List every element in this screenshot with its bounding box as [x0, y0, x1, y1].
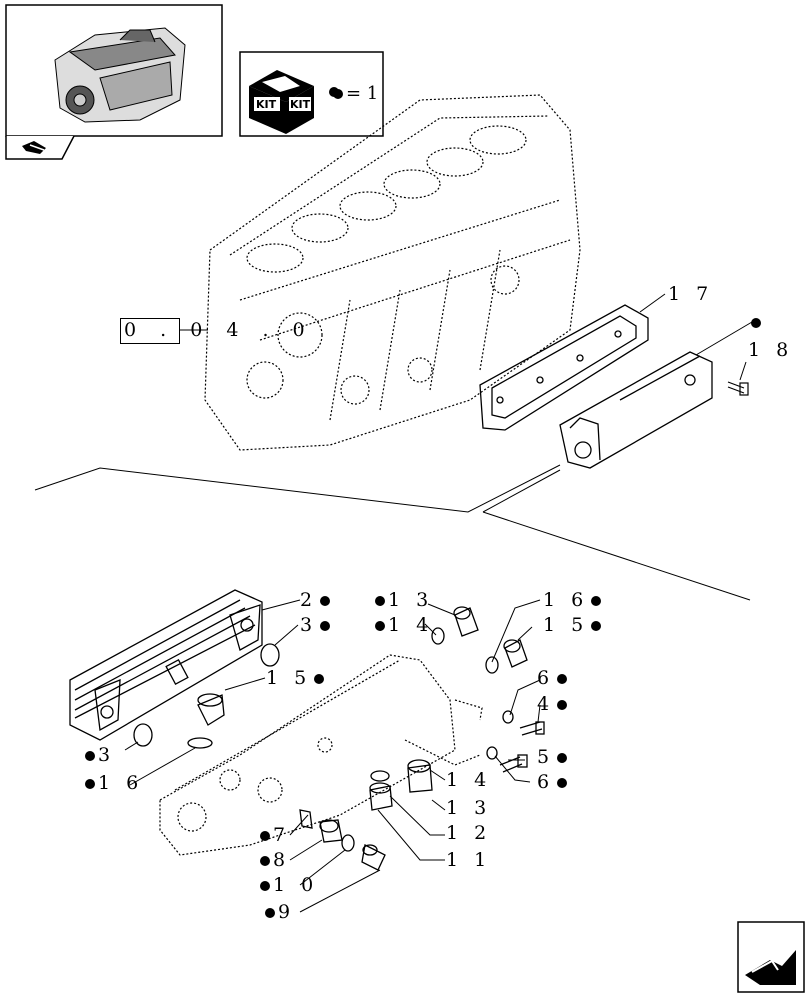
kit-quantity-text: = 1: [330, 83, 378, 104]
cooler-housing-lower: [159, 654, 483, 856]
callout-17: 1 7: [668, 283, 714, 305]
reference-label[interactable]: 0 . 0 4 . 0: [124, 319, 314, 341]
kit-label-left: KIT: [256, 98, 277, 111]
o-rings: [133, 627, 514, 852]
reference-box[interactable]: [120, 318, 180, 344]
next-page-arrow-icon: [737, 921, 805, 993]
callout-2: 2: [300, 590, 333, 610]
callout-15-right: 1 5: [543, 615, 604, 635]
bolt-18: [727, 381, 749, 396]
callout-10: 1 0: [257, 875, 318, 895]
kit-label-right: KIT: [290, 98, 311, 111]
callout-3: 3: [300, 615, 333, 635]
heat-exchanger: [69, 589, 263, 741]
callout-16-left: 1 6: [82, 773, 143, 793]
engine-thumbnail-icon: [54, 27, 186, 123]
callout-3-left: 3: [82, 745, 115, 765]
leader-lines: [124, 599, 541, 913]
callout-8: 8: [257, 850, 290, 870]
callout-9: 9: [262, 902, 295, 922]
callout-15-left: 1 5: [266, 668, 327, 688]
callout-12: 1 2: [446, 822, 492, 844]
callout-7: 7: [257, 825, 290, 845]
callout-11: 1 1: [446, 849, 492, 871]
kit-box-icon: KIT KIT: [249, 70, 314, 134]
callout-6-top: 6: [537, 668, 570, 688]
callout-4: 4: [537, 694, 570, 714]
engine-block: [204, 94, 581, 451]
callout-13-bottom: 1 3: [446, 797, 492, 819]
callout-13-top: 1 3: [372, 590, 433, 610]
oil-cooler-housing: [559, 351, 713, 469]
callout-5: 5: [537, 747, 570, 767]
gasket: [479, 304, 649, 431]
callout-14-top: 1 4: [372, 615, 433, 635]
callout-18: 1 8: [748, 339, 794, 361]
navigate-back-icon: [22, 141, 46, 154]
callout-16-top: 1 6: [543, 590, 604, 610]
callout-14-bottom: 1 4: [446, 769, 492, 791]
plugs: [197, 606, 545, 871]
callout-6-bottom: 6: [537, 772, 570, 792]
